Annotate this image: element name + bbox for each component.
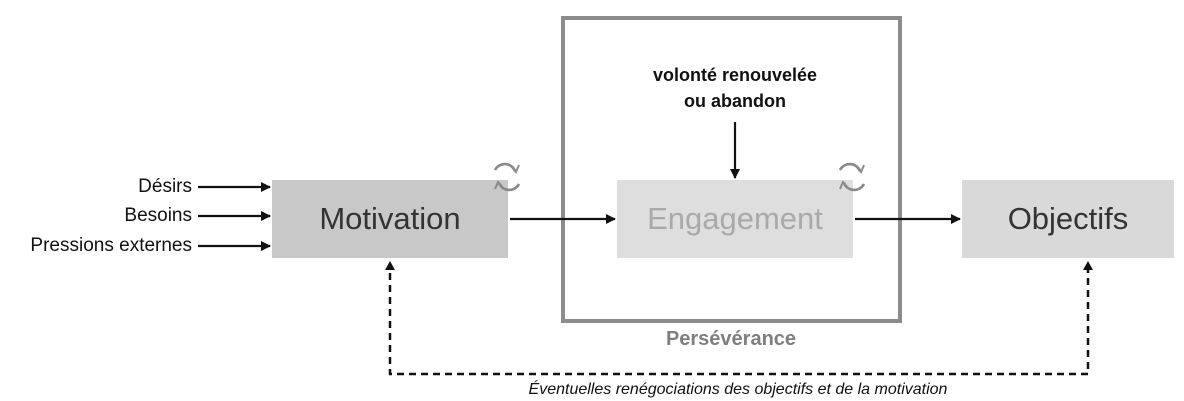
feedback-arrowhead-objectifs bbox=[1083, 261, 1093, 270]
motivation-box bbox=[272, 180, 508, 258]
note-line-1: volonté renouvelée bbox=[652, 65, 818, 85]
objectifs-label: Objectifs bbox=[1007, 201, 1129, 236]
engagement-cycle-icon bbox=[838, 162, 866, 192]
note-line-2: ou abandon bbox=[684, 91, 786, 111]
perseverance-label: Persévérance bbox=[665, 328, 797, 350]
motivation-label: Motivation bbox=[319, 201, 461, 236]
feedback-arrowhead-motivation bbox=[385, 261, 395, 270]
motivation-cycle-icon bbox=[493, 162, 521, 192]
engagement-label: Engagement bbox=[647, 201, 823, 236]
perseverance-frame bbox=[561, 16, 902, 323]
feedback-label: Éventuelles renégociations des objectifs… bbox=[528, 381, 948, 398]
objectifs-box bbox=[962, 180, 1174, 258]
feedback-loop bbox=[388, 266, 1090, 376]
input-label-pressions: Pressions externes bbox=[30, 235, 192, 256]
engagement-box bbox=[617, 180, 853, 258]
note-text: volonté renouvelée ou abandon bbox=[635, 62, 835, 114]
input-label-desirs: Désirs bbox=[138, 176, 192, 197]
input-label-besoins: Besoins bbox=[124, 205, 192, 226]
